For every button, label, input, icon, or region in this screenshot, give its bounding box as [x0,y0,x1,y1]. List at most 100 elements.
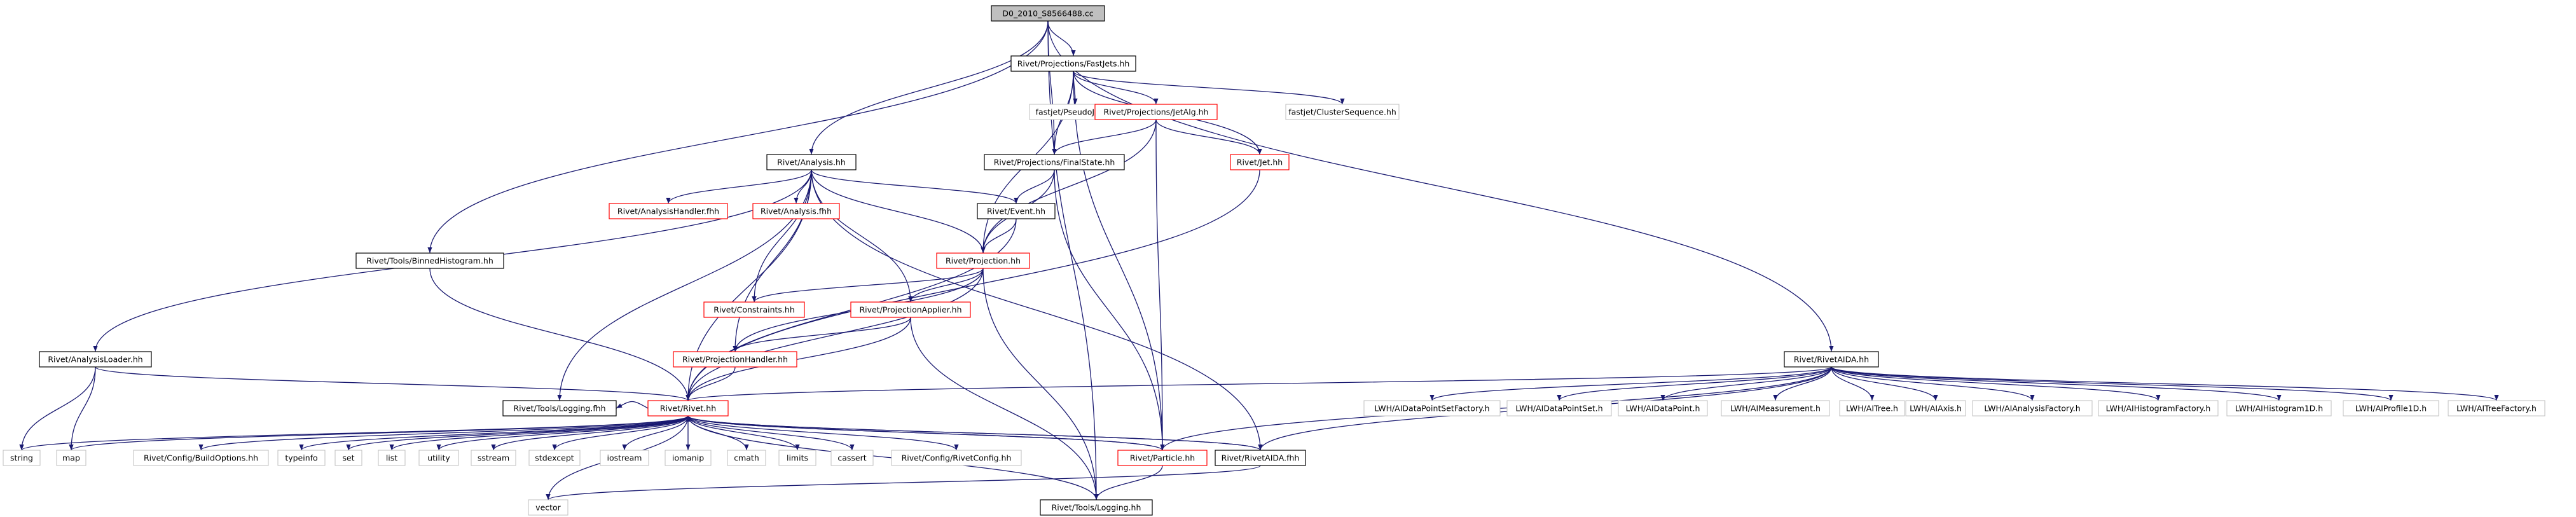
node-box [502,400,617,417]
node-projhandler[interactable]: Rivet/ProjectionHandler.hh [673,351,797,368]
edge-rivetaida-to-aihistfact [1831,366,2161,401]
node-list[interactable]: list [378,450,406,466]
node-label: Rivet/ProjectionHandler.hh [682,355,788,364]
edge-finalstate-to-particle [1054,169,1165,451]
node-analysis[interactable]: Rivet/Analysis.hh [766,154,857,170]
node-label: vector [535,503,561,513]
node-box [378,450,406,466]
edge-finalstate-to-event [1014,169,1055,204]
node-box [39,351,152,368]
node-box [752,203,840,219]
node-iostream[interactable]: iostream [600,450,649,466]
edge-root-to-analysis [809,20,1049,155]
node-analysisfhh[interactable]: Rivet/Analysis.fhh [752,203,840,219]
node-analysishandlerfhh[interactable]: Rivet/AnalysisHandler.fhh [609,203,728,219]
edge-analysis-to-projection [811,169,986,254]
edge-rivethh-to-limits [687,415,800,451]
node-cmath[interactable]: cmath [727,450,766,466]
node-map[interactable]: map [56,450,86,466]
node-finalstate[interactable]: Rivet/Projections/FinalState.hh [984,154,1125,170]
node-aiaxis[interactable]: LWH/AIAxis.h [1905,400,1966,417]
node-aidadps[interactable]: LWH/AIDataPointSet.h [1506,400,1612,417]
node-string[interactable]: string [3,450,41,466]
node-constraints[interactable]: Rivet/Constraints.hh [703,301,805,318]
node-label: LWH/AIAnalysisFactory.h [1984,404,2080,413]
edge-rivetaida-to-rivethh [685,366,1832,401]
edge-rivetaida-to-aiprof1d [1831,366,2393,401]
node-label: LWH/AIMeasurement.h [1730,404,1821,413]
node-box [1972,400,2093,417]
node-label: Rivet/Projections/FinalState.hh [994,158,1115,167]
node-jetalg[interactable]: Rivet/Projections/JetAlg.hh [1094,104,1218,120]
node-box [984,154,1125,170]
node-label: LWH/AIHistogram1D.h [2235,404,2323,413]
node-analysisloader[interactable]: Rivet/AnalysisLoader.hh [39,351,152,368]
node-aidadpsf[interactable]: LWH/AIDataPointSetFactory.h [1363,400,1501,417]
node-label: Rivet/RivetAIDA.hh [1794,355,1869,364]
edge-rivethh-to-map [69,415,689,451]
node-aimeas[interactable]: LWH/AIMeasurement.h [1721,400,1830,417]
node-set[interactable]: set [334,450,362,466]
node-jet[interactable]: Rivet/Jet.hh [1230,154,1290,170]
node-box [609,203,728,219]
node-projapplier[interactable]: Rivet/ProjectionApplier.hh [850,301,971,318]
node-label: cassert [837,453,866,463]
node-aihistfact[interactable]: LWH/AIHistogramFactory.h [2098,400,2219,417]
node-rivethh[interactable]: Rivet/Rivet.hh [647,400,729,417]
node-stdexcept[interactable]: stdexcept [528,450,581,466]
node-box [830,450,874,466]
node-clusterseq[interactable]: fastjet/ClusterSequence.hh [1285,104,1400,120]
node-cassert[interactable]: cassert [830,450,874,466]
node-label: Rivet/ProjectionApplier.hh [859,305,961,315]
node-label: Rivet/RivetAIDA.fhh [1222,453,1300,463]
edge-jetalg-to-particle [1155,119,1165,451]
edge-fastjets-to-clusterseq [1073,71,1345,105]
node-box [727,450,766,466]
node-binned[interactable]: Rivet/Tools/BinnedHistogram.hh [355,252,504,269]
edge-analysis-to-event [811,169,1019,204]
node-rivetaida[interactable]: Rivet/RivetAIDA.hh [1784,351,1879,368]
node-box [56,450,86,466]
node-rivetconfig[interactable]: Rivet/Config/RivetConfig.hh [891,450,1022,466]
node-label: Rivet/Projections/JetAlg.hh [1104,107,1209,117]
node-limits[interactable]: limits [778,450,816,466]
node-box [647,400,729,417]
node-projection[interactable]: Rivet/Projection.hh [936,252,1030,269]
node-loggingfhh[interactable]: Rivet/Tools/Logging.fhh [502,400,617,417]
node-box [778,450,816,466]
node-label: LWH/AIDataPoint.h [1626,404,1700,413]
edge-rivethh-to-list [389,415,689,451]
node-box [418,450,459,466]
node-fastjets[interactable]: Rivet/Projections/FastJets.hh [1010,55,1136,72]
node-aianafact[interactable]: LWH/AIAnalysisFactory.h [1972,400,2093,417]
node-buildopts[interactable]: Rivet/Config/BuildOptions.hh [133,450,269,466]
edge-rivethh-to-rivetconfig [687,415,959,451]
edge-analysis-to-constraints [752,169,812,303]
edge-root-to-fastjets [1047,20,1076,57]
node-rivetaidafhh[interactable]: Rivet/RivetAIDA.fhh [1215,450,1306,466]
node-label: Rivet/Event.hh [987,207,1045,216]
node-box [665,450,712,466]
node-box [1618,400,1708,417]
node-label: Rivet/Tools/Logging.hh [1052,503,1141,513]
edge-analysisloader-to-rivethh [95,366,691,401]
node-label: Rivet/Config/RivetConfig.hh [902,453,1012,463]
node-aihist1d[interactable]: LWH/AIHistogram1D.h [2226,400,2332,417]
node-iomanip[interactable]: iomanip [665,450,712,466]
node-box [991,5,1105,22]
node-vector[interactable]: vector [528,499,568,516]
node-aitree[interactable]: LWH/AITree.h [1839,400,1905,417]
node-logginghh[interactable]: Rivet/Tools/Logging.hh [1040,499,1153,516]
node-aitreefact[interactable]: LWH/AITreeFactory.h [2448,400,2545,417]
node-label: cmath [734,453,759,463]
node-utility[interactable]: utility [418,450,459,466]
node-sstream[interactable]: sstream [471,450,516,466]
node-typeinfo[interactable]: typeinfo [277,450,326,466]
node-event[interactable]: Rivet/Event.hh [977,203,1056,219]
node-box [1117,450,1208,466]
node-particle[interactable]: Rivet/Particle.hh [1117,450,1208,466]
node-aidadp[interactable]: LWH/AIDataPoint.h [1618,400,1708,417]
node-root[interactable]: D0_2010_S8566488.cc [991,5,1105,22]
node-aiprof1d[interactable]: LWH/AIProfile1D.h [2343,400,2439,417]
